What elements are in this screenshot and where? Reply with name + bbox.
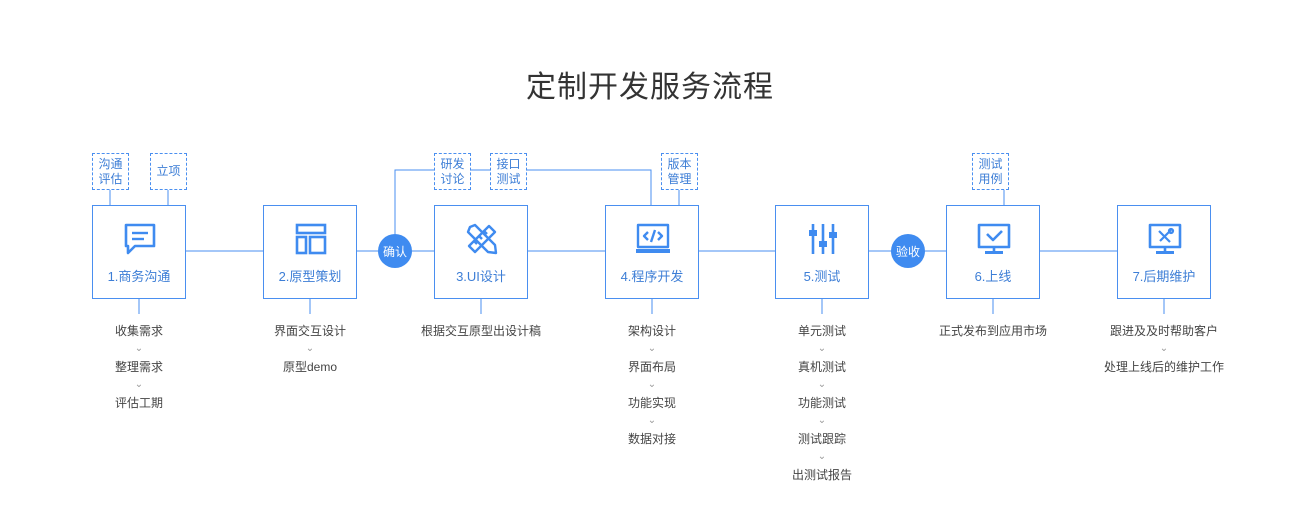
tools-monitor-icon	[1148, 223, 1182, 254]
stage-label: 5.测试	[803, 269, 841, 284]
step-item: 界面交互设计	[273, 324, 346, 338]
stage-testing: 5.测试	[775, 205, 869, 299]
steps-testing: 单元测试 ⌄ 真机测试 ⌄ 功能测试 ⌄ 测试跟踪 ⌄ 出测试报告	[732, 322, 912, 484]
chevron-down-icon: ⌄	[817, 415, 827, 426]
step-item: 测试跟踪	[797, 432, 846, 446]
step-item: 整理需求	[114, 360, 163, 374]
stage-label: 2.原型策划	[278, 269, 342, 284]
chevron-down-icon: ⌄	[134, 343, 144, 354]
step-item: 评估工期	[114, 396, 163, 410]
step-item: 真机测试	[797, 360, 846, 374]
pencil-ruler-icon	[466, 223, 498, 255]
stage-label: 4.程序开发	[620, 269, 684, 284]
step-item: 收集需求	[114, 324, 163, 338]
step-item: 跟进及及时帮助客户	[1109, 324, 1218, 338]
stage-label: 1.商务沟通	[107, 269, 171, 284]
step-item: 出测试报告	[791, 468, 852, 482]
tag-version-management: 版本管理	[661, 153, 698, 190]
step-item: 处理上线后的维护工作	[1103, 360, 1224, 374]
stage-label: 3.UI设计	[456, 269, 506, 284]
step-item: 架构设计	[627, 324, 676, 338]
step-item: 正式发布到应用市场	[938, 324, 1047, 338]
step-item: 单元测试	[797, 324, 846, 338]
chevron-down-icon: ⌄	[647, 415, 657, 426]
tag-communicate-evaluate: 沟通评估	[92, 153, 129, 190]
sliders-icon	[809, 224, 837, 254]
stage-prototype-planning: 2.原型策划	[263, 205, 357, 299]
step-item: 根据交互原型出设计稿	[420, 324, 541, 338]
chevron-down-icon: ⌄	[817, 343, 827, 354]
steps-prototype-planning: 界面交互设计 ⌄ 原型demo	[220, 322, 400, 376]
tag-test-cases: 测试用例	[972, 153, 1009, 190]
page-title: 定制开发服务流程	[526, 71, 774, 104]
acceptance-badge: 验收	[891, 234, 925, 268]
chevron-down-icon: ⌄	[647, 343, 657, 354]
stage-launch: 6.上线	[946, 205, 1040, 299]
chevron-down-icon: ⌄	[647, 379, 657, 390]
step-item: 功能实现	[627, 396, 676, 410]
stage-label: 6.上线	[974, 269, 1012, 284]
steps-launch: 正式发布到应用市场	[903, 322, 1083, 340]
chevron-down-icon: ⌄	[305, 343, 315, 354]
code-monitor-icon	[636, 223, 670, 253]
step-item: 数据对接	[627, 432, 676, 446]
stage-business-communication: 1.商务沟通	[92, 205, 186, 299]
tag-interface-testing: 接口测试	[490, 153, 527, 190]
steps-development: 架构设计 ⌄ 界面布局 ⌄ 功能实现 ⌄ 数据对接	[562, 322, 742, 448]
step-item: 界面布局	[627, 360, 676, 374]
check-monitor-icon	[977, 223, 1011, 254]
chevron-down-icon: ⌄	[817, 379, 827, 390]
tag-research-discussion: 研发讨论	[434, 153, 471, 190]
tag-project-approval: 立项	[150, 153, 187, 190]
chat-icon	[124, 223, 156, 255]
steps-maintenance: 跟进及及时帮助客户 ⌄ 处理上线后的维护工作	[1074, 322, 1254, 376]
stage-label: 7.后期维护	[1132, 269, 1196, 284]
chevron-down-icon: ⌄	[134, 379, 144, 390]
chevron-down-icon: ⌄	[817, 451, 827, 462]
layout-icon	[295, 223, 327, 255]
confirm-badge: 确认	[378, 234, 412, 268]
stage-development: 4.程序开发	[605, 205, 699, 299]
stage-maintenance: 7.后期维护	[1117, 205, 1211, 299]
stage-ui-design: 3.UI设计	[434, 205, 528, 299]
steps-business-communication: 收集需求 ⌄ 整理需求 ⌄ 评估工期	[49, 322, 229, 412]
step-item: 原型demo	[282, 360, 338, 374]
chevron-down-icon: ⌄	[1159, 343, 1169, 354]
steps-ui-design: 根据交互原型出设计稿	[391, 322, 571, 340]
step-item: 功能测试	[797, 396, 846, 410]
